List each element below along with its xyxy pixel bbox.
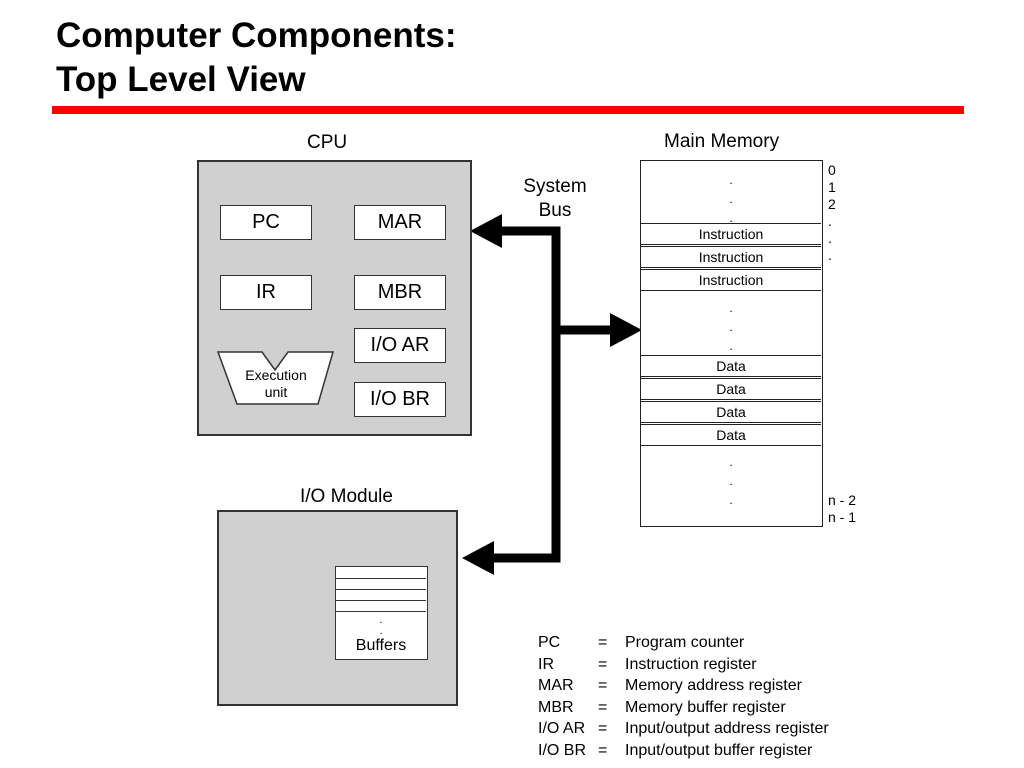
- legend-description: Input/output buffer register: [625, 741, 813, 759]
- slide-title: Computer Components: Top Level View: [56, 14, 457, 102]
- title-underline: [52, 106, 964, 114]
- memory-address: 0: [828, 162, 836, 178]
- legend-abbr: PC: [538, 634, 561, 651]
- legend-row: IR = Instruction register: [538, 654, 829, 676]
- memory-cell-data: Data: [641, 424, 821, 446]
- slide-title-line-1: Computer Components:: [56, 16, 457, 55]
- memory-addresses-bottom: n - 2 n - 1: [828, 492, 856, 526]
- legend-equals: =: [598, 698, 608, 716]
- memory-cell-instruction: Instruction: [641, 269, 821, 291]
- arrow-to-cpu: [470, 214, 502, 248]
- legend-row: I/O AR = Input/output address register: [538, 718, 829, 740]
- legend-abbr: MAR: [538, 677, 574, 694]
- buffer-divider: [336, 611, 426, 612]
- memory-ellipsis-top: ...: [729, 173, 733, 225]
- io-ar-register: I/O AR: [354, 328, 446, 363]
- memory-cell-data: Data: [641, 355, 821, 377]
- legend-equals: =: [598, 720, 608, 737]
- legend-equals: =: [598, 655, 608, 673]
- memory-ellipsis-middle: ...: [729, 301, 733, 353]
- buffer-divider: [336, 600, 426, 601]
- arrow-to-io-module: [462, 541, 494, 575]
- legend-row: MAR = Memory address register: [538, 675, 829, 697]
- legend-abbr: IR: [538, 655, 554, 673]
- buffer-divider: [336, 578, 426, 579]
- memory-address: 2: [828, 196, 836, 212]
- legend-description: Memory address register: [625, 677, 802, 694]
- memory-address: .: [828, 213, 832, 229]
- ir-register: IR: [220, 275, 312, 310]
- legend-abbr: MBR: [538, 698, 574, 716]
- system-bus-label: System Bus: [510, 175, 600, 223]
- memory-cell-instruction: Instruction: [641, 223, 821, 245]
- legend-equals: =: [598, 677, 608, 694]
- memory-cell-instruction: Instruction: [641, 246, 821, 268]
- legend-equals: =: [598, 634, 608, 651]
- legend: PC = Program counter IR = Instruction re…: [538, 632, 829, 761]
- memory-address: .: [828, 230, 832, 246]
- legend-abbr: I/O BR: [538, 741, 587, 759]
- legend-description: Memory buffer register: [625, 698, 786, 716]
- legend-row: I/O BR = Input/output buffer register: [538, 740, 829, 762]
- mar-register: MAR: [354, 205, 446, 240]
- memory-addresses-top: 0 1 2 . . .: [828, 162, 836, 264]
- legend-row: PC = Program counter: [538, 632, 829, 654]
- execution-unit-label-line-2: unit: [264, 384, 288, 400]
- legend-description: Program counter: [625, 634, 745, 651]
- memory-cell-data: Data: [641, 401, 821, 423]
- mbr-register: MBR: [354, 275, 446, 310]
- buffer-ellipsis: ..: [379, 614, 383, 637]
- buffers-label: Buffers: [355, 637, 407, 654]
- cpu-label: CPU: [307, 132, 348, 153]
- legend-equals: =: [598, 741, 608, 759]
- main-memory-label: Main Memory: [664, 131, 780, 152]
- slide-title-line-2: Top Level View: [56, 60, 306, 99]
- memory-cell-data: Data: [641, 378, 821, 400]
- arrow-to-memory: [610, 313, 642, 347]
- memory-address: n - 2: [828, 492, 857, 508]
- execution-unit-label-line-1: Execution: [245, 367, 307, 383]
- io-module-label: I/O Module: [300, 486, 393, 507]
- system-bus-label-line-2: Bus: [538, 200, 572, 221]
- legend-description: Instruction register: [625, 655, 757, 673]
- system-bus-label-line-1: System: [523, 176, 587, 197]
- io-br-register: I/O BR: [354, 382, 446, 417]
- memory-address: .: [828, 247, 832, 263]
- memory-ellipsis-bottom: ...: [729, 455, 733, 507]
- legend-description: Input/output address register: [625, 720, 829, 737]
- execution-unit-label: Execution unit: [236, 367, 316, 401]
- memory-address: 1: [828, 179, 836, 195]
- pc-register: PC: [220, 205, 312, 240]
- memory-address: n - 1: [828, 509, 857, 525]
- legend-row: MBR = Memory buffer register: [538, 697, 829, 719]
- buffer-divider: [336, 589, 426, 590]
- main-memory-box: ... Instruction Instruction Instruction …: [640, 160, 823, 527]
- legend-abbr: I/O AR: [538, 720, 586, 737]
- buffers-box: .. Buffers: [335, 566, 428, 660]
